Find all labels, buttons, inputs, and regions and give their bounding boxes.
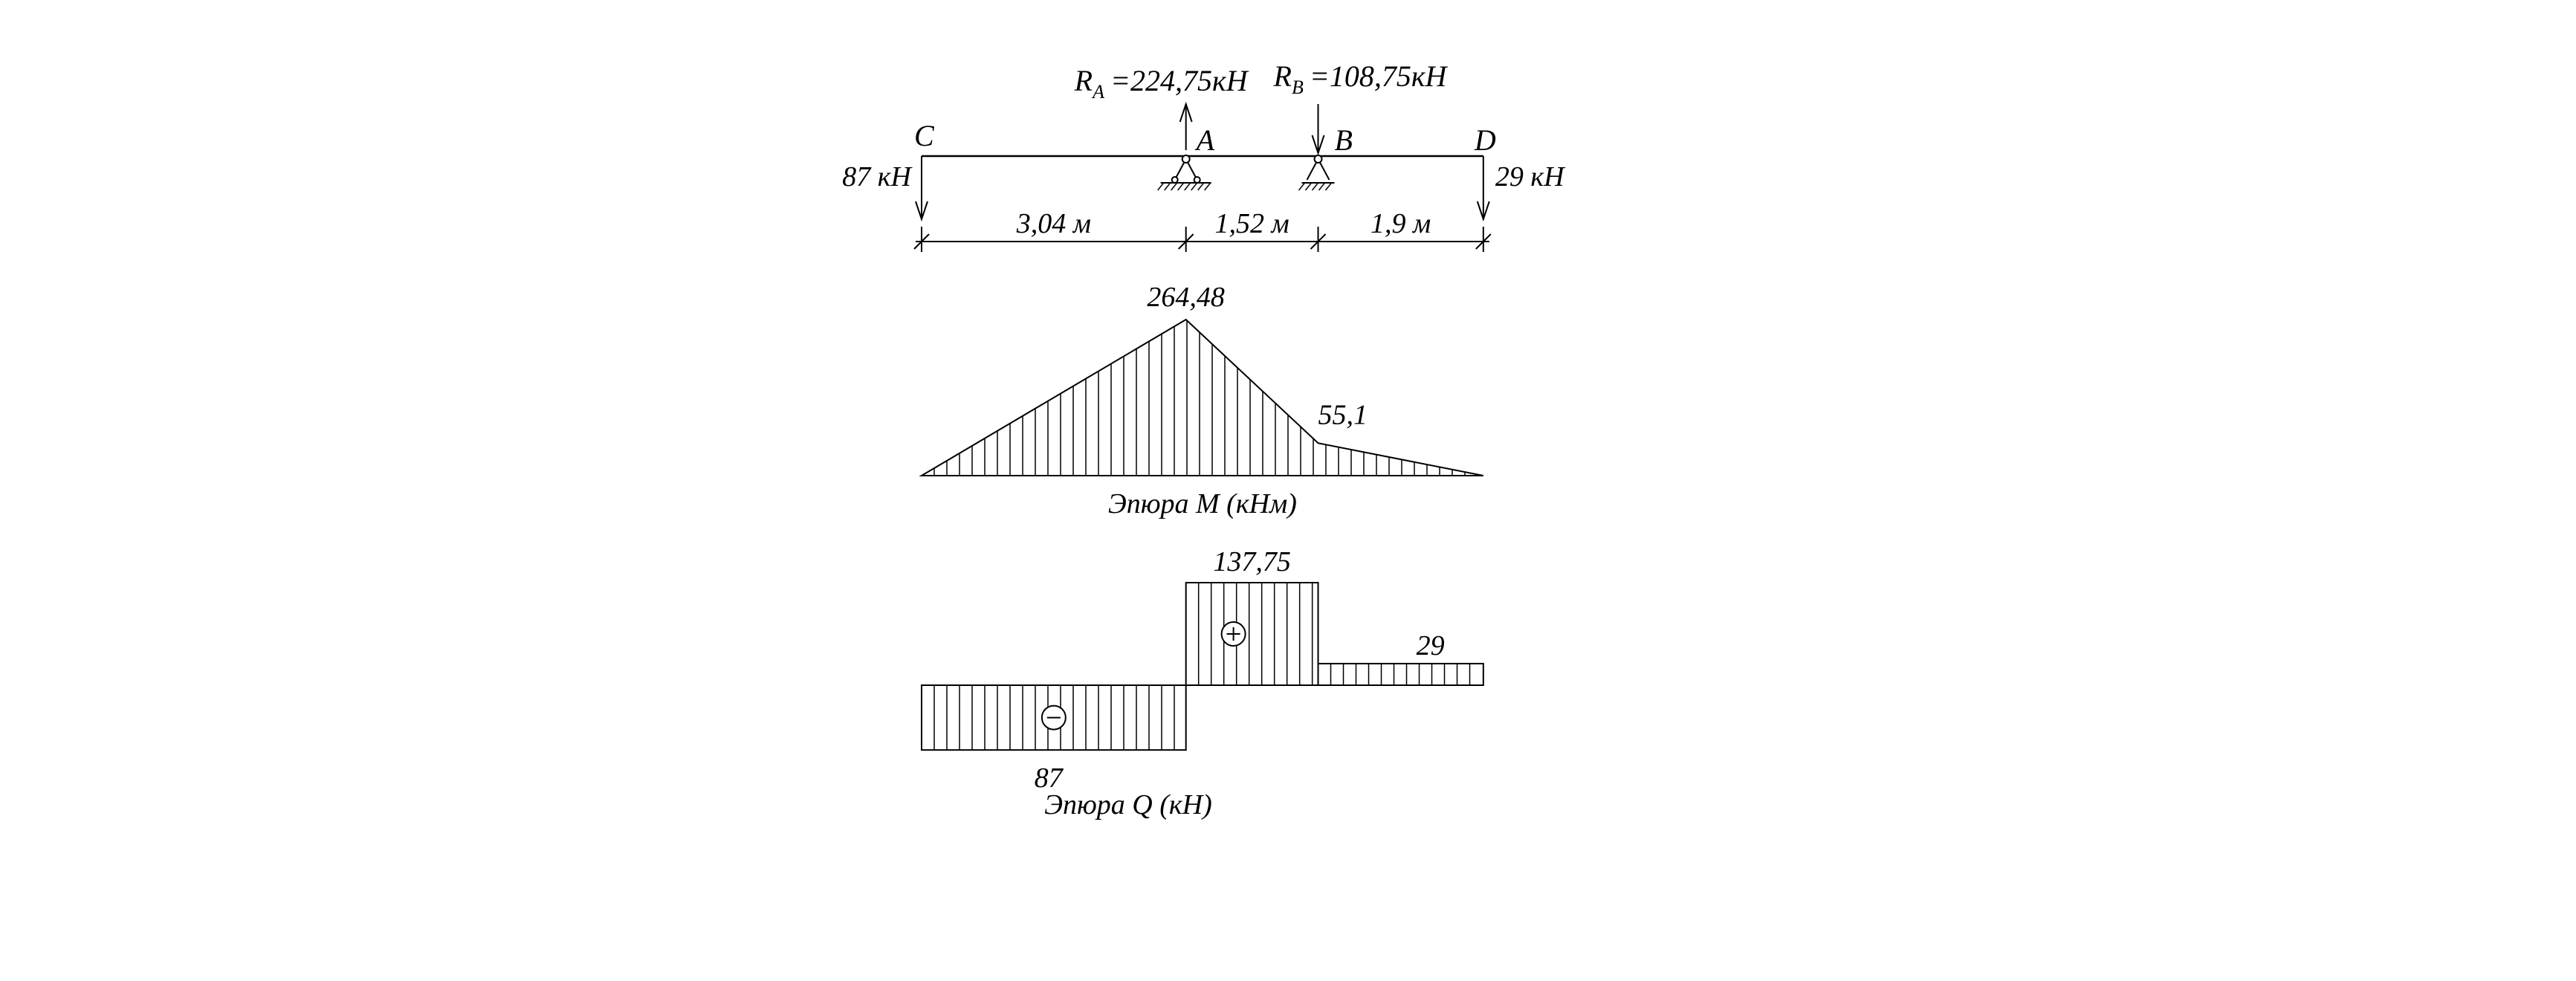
node-label-b: B	[1335, 123, 1353, 157]
reaction-arrow-a	[1179, 101, 1193, 150]
shear-diagram-outline	[921, 582, 1484, 751]
dimension-tick	[1475, 233, 1492, 250]
reaction-symbol-b: R	[1273, 59, 1292, 93]
dimension-tick	[1177, 233, 1194, 250]
point-load-label-c: 87 кН	[842, 161, 913, 192]
support-hatch	[1171, 182, 1178, 191]
support-hatch	[1184, 182, 1191, 191]
shear-value-label-ab: 137,75	[1213, 546, 1291, 577]
moment-value-label-b: 55,1	[1318, 399, 1368, 430]
point-load-label-d: 29 кН	[1495, 161, 1566, 192]
shear-diagram-caption: Эпюра Q (кН)	[1044, 789, 1212, 820]
reaction-value-a: =224,75кН	[1110, 64, 1249, 97]
moment-diagram-caption: Эпюра М (кНм)	[1108, 488, 1297, 519]
span-length-label-ca: 3,04 м	[1016, 208, 1091, 239]
support-hatch	[1204, 182, 1211, 191]
support-hatch	[1324, 182, 1333, 191]
shear-segment-outline	[1317, 662, 1484, 687]
support-hatch	[1197, 182, 1205, 191]
support-hinge	[1181, 155, 1191, 164]
shear-value-label-bd: 29	[1417, 630, 1445, 661]
shear-segment-outline	[1185, 582, 1319, 686]
reaction-value-b: =108,75кН	[1310, 59, 1449, 93]
support-hatch	[1318, 182, 1326, 191]
reaction-label-a: RA =224,75кН	[1074, 64, 1249, 103]
support-hatch	[1311, 182, 1319, 191]
reaction-arrow-b	[1311, 104, 1325, 156]
span-length-label-ab: 1,52 м	[1214, 208, 1289, 239]
dimension-tick	[1310, 233, 1327, 250]
moment-diagram-hatching	[933, 320, 1466, 476]
dimension-line	[913, 227, 1492, 252]
point-load-arrow-c	[915, 156, 928, 222]
support-hatch	[1157, 182, 1165, 191]
support-hatch	[1298, 182, 1306, 191]
span-length-label-bd: 1,9 м	[1370, 208, 1431, 239]
support-hatch	[1304, 182, 1313, 191]
moment-value-label-a: 264,48	[1147, 282, 1225, 313]
pin-support-a	[1157, 155, 1211, 191]
reaction-label-b: RB =108,75кН	[1273, 59, 1449, 98]
load-d-head	[1476, 201, 1490, 222]
support-hinge	[1313, 155, 1323, 164]
shear-segment-outline	[921, 684, 1187, 751]
node-label-a: A	[1194, 123, 1215, 157]
reaction-subscript-a: A	[1091, 81, 1104, 103]
dimension-tick	[913, 233, 930, 250]
support-hinge	[1171, 176, 1179, 184]
plus-sign-icon	[1220, 621, 1246, 647]
moment-diagram-outline	[919, 318, 1484, 476]
node-label-d: D	[1474, 123, 1496, 157]
beam-scheme: C A B D 87 кН 29 кН RA=224,75кН RB=108,7…	[842, 59, 1566, 252]
shear-value-label-ca: 87	[1035, 763, 1064, 794]
reaction-a-head	[1179, 101, 1193, 123]
reaction-symbol-a: R	[1074, 64, 1093, 97]
reaction-subscript-b: B	[1292, 77, 1304, 98]
shear-diagram: 87 137,75 29 Эпюра Q (кН)	[921, 546, 1484, 820]
roller-support-b	[1298, 155, 1335, 191]
node-label-c: C	[914, 119, 935, 152]
shear-diagram-hatching	[933, 583, 1471, 751]
point-load-arrow-d	[1476, 156, 1490, 222]
reaction-b-head	[1311, 135, 1325, 156]
minus-sign-icon	[1041, 705, 1067, 731]
support-hatch	[1164, 182, 1171, 191]
moment-diagram: 264,48 55,1 Эпюра М (кНм)	[919, 282, 1484, 519]
support-hinge	[1193, 176, 1201, 184]
support-hatch	[1191, 182, 1198, 191]
support-hatch	[1177, 182, 1185, 191]
load-c-head	[915, 201, 928, 222]
